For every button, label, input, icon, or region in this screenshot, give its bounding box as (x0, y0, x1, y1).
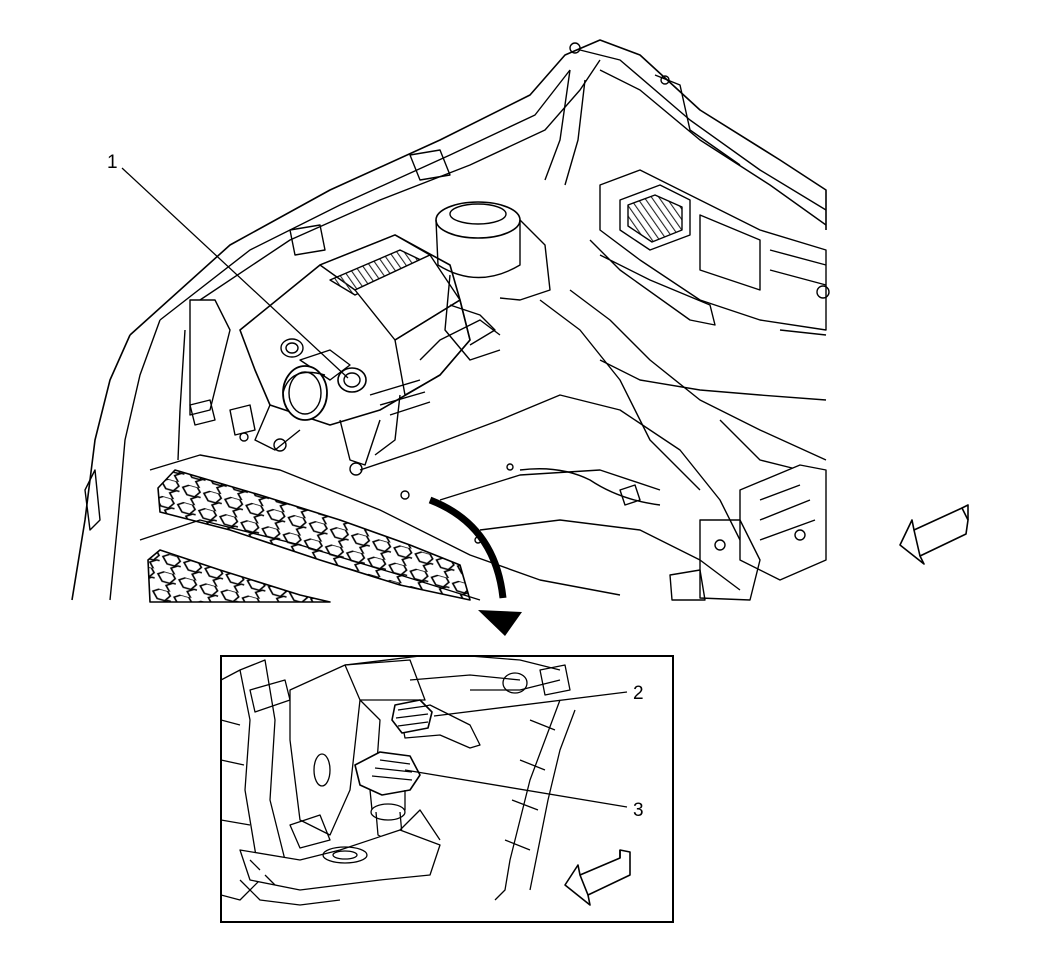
lower-grille (147, 549, 331, 603)
leader-line-2 (433, 691, 628, 717)
strut-tower (435, 201, 551, 361)
front-of-vehicle-arrow-icon (564, 849, 631, 906)
callout-2: 2 (633, 683, 644, 704)
front-of-vehicle-arrow-icon (899, 504, 969, 565)
upper-grille (157, 469, 471, 601)
leader-line-1 (121, 167, 349, 379)
main-view (71, 39, 830, 603)
callout-3: 3 (633, 800, 644, 821)
front-fascia (149, 454, 621, 596)
leader-line-3 (404, 769, 628, 808)
component-3 (354, 751, 421, 840)
callout-1: 1 (107, 152, 118, 173)
fender-outline (71, 334, 131, 601)
air-cleaner-housing (239, 234, 501, 466)
hood-outline (129, 39, 827, 336)
cowl-area (589, 169, 830, 336)
detail-inset (220, 655, 674, 923)
battery-area (669, 464, 827, 601)
component-2 (391, 699, 481, 749)
curved-zoom-arrow-icon (428, 496, 522, 636)
